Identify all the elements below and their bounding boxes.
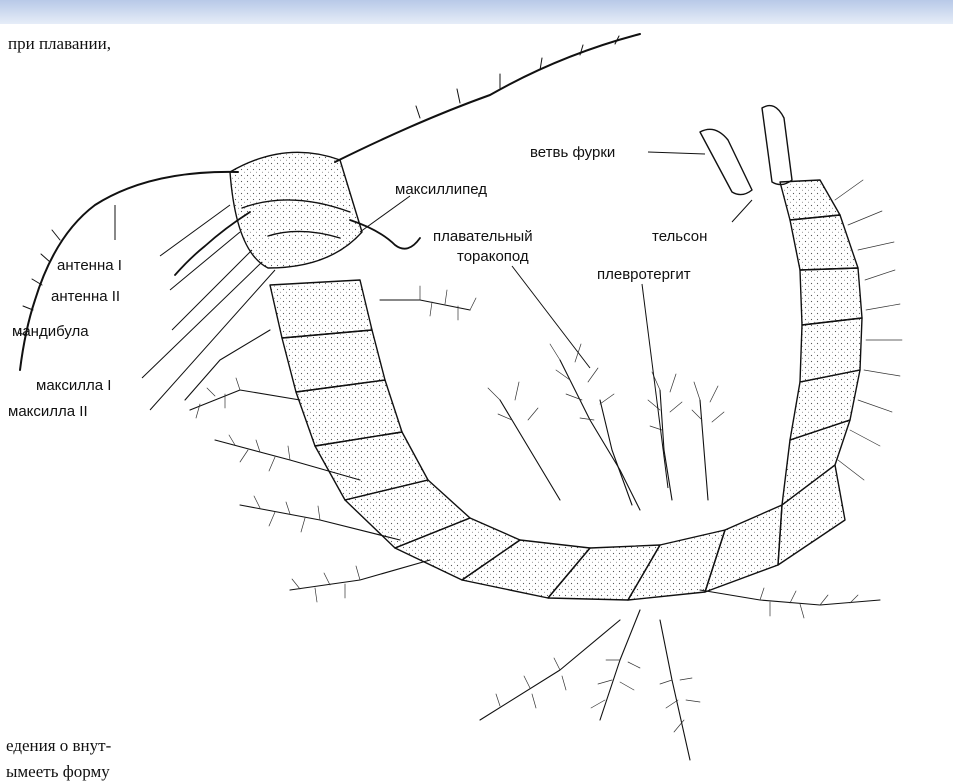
label-antenna-2: антенна II bbox=[51, 288, 120, 306]
caudal-ramus-right bbox=[762, 106, 792, 185]
label-antenna-1: антенна I bbox=[57, 257, 122, 275]
label-swimming-thoracopod-1: плавательный bbox=[433, 228, 533, 246]
label-swimming-thoracopod-2: торакопод bbox=[457, 248, 529, 266]
label-furca-ramus: ветвь фурки bbox=[530, 144, 615, 162]
label-pleurotergite: плевротергит bbox=[597, 266, 691, 284]
label-maxilla-2: максилла II bbox=[8, 403, 88, 421]
label-maxilla-1: максилла I bbox=[36, 377, 111, 395]
label-mandible: мандибула bbox=[12, 323, 89, 341]
caudal-ramus-left bbox=[700, 129, 752, 194]
head bbox=[230, 152, 362, 268]
label-maxilliped: максиллипед bbox=[395, 181, 487, 199]
label-telson: тельсон bbox=[652, 228, 707, 246]
antenna-two bbox=[335, 34, 640, 162]
body-segments bbox=[270, 180, 862, 600]
